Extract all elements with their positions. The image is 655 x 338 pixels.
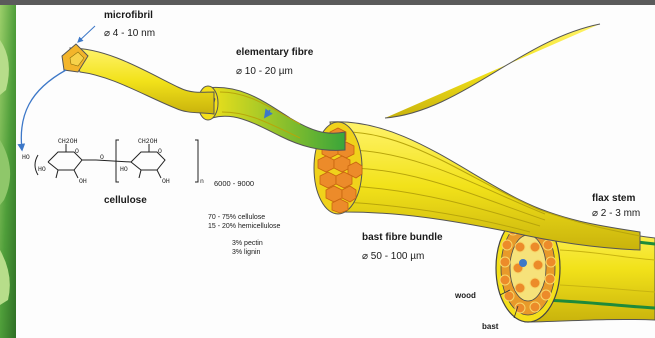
elementary-fibre-size: ⌀ 10 - 20 µm (236, 66, 293, 78)
flax-stem-label: flax stem (592, 193, 635, 205)
chem-o-2: O (100, 154, 104, 161)
composition-pectin: 3% pectin (232, 240, 263, 248)
chem-oh-2: OH (162, 178, 170, 185)
chem-oh-1: OH (79, 178, 87, 185)
degree-of-polymerization: 6000 - 9000 (214, 180, 254, 189)
elementary-fibre-label: elementary fibre (236, 47, 313, 59)
chem-ch2oh-1: CH2OH (58, 138, 78, 145)
microfibril (62, 44, 214, 114)
composition-lignin: 3% lignin (232, 249, 260, 257)
cellulose-structure (35, 140, 198, 182)
arrow-microfibril-label (78, 26, 95, 42)
composition-hemicellulose: 15 - 20% hemicellulose (208, 223, 280, 231)
bast-fibre-bundle-label: bast fibre bundle (362, 232, 443, 244)
chem-ch2oh-2: CH2OH (138, 138, 158, 145)
bast-fibre-bundle-size: ⌀ 50 - 100 µm (362, 251, 424, 263)
composition-cellulose: 70 - 75% cellulose (208, 214, 265, 222)
chem-ho-1: HO (22, 154, 30, 161)
elementary-fibre (198, 86, 345, 150)
leaf-background (0, 5, 16, 338)
chem-ho-3: HO (120, 166, 128, 173)
chem-ho-2: HO (38, 166, 46, 173)
chem-n: n (200, 178, 204, 185)
cellulose-label: cellulose (104, 195, 147, 207)
top-border (0, 0, 655, 5)
flax-stem-size: ⌀ 2 - 3 mm (592, 208, 640, 220)
microfibril-label: microfibril (104, 10, 153, 22)
chem-o-1: O (75, 148, 79, 155)
wood-label: wood (455, 291, 476, 300)
bast-label: bast (482, 322, 498, 331)
microfibril-size: ⌀ 4 - 10 nm (104, 28, 155, 40)
chem-o-3: O (158, 148, 162, 155)
